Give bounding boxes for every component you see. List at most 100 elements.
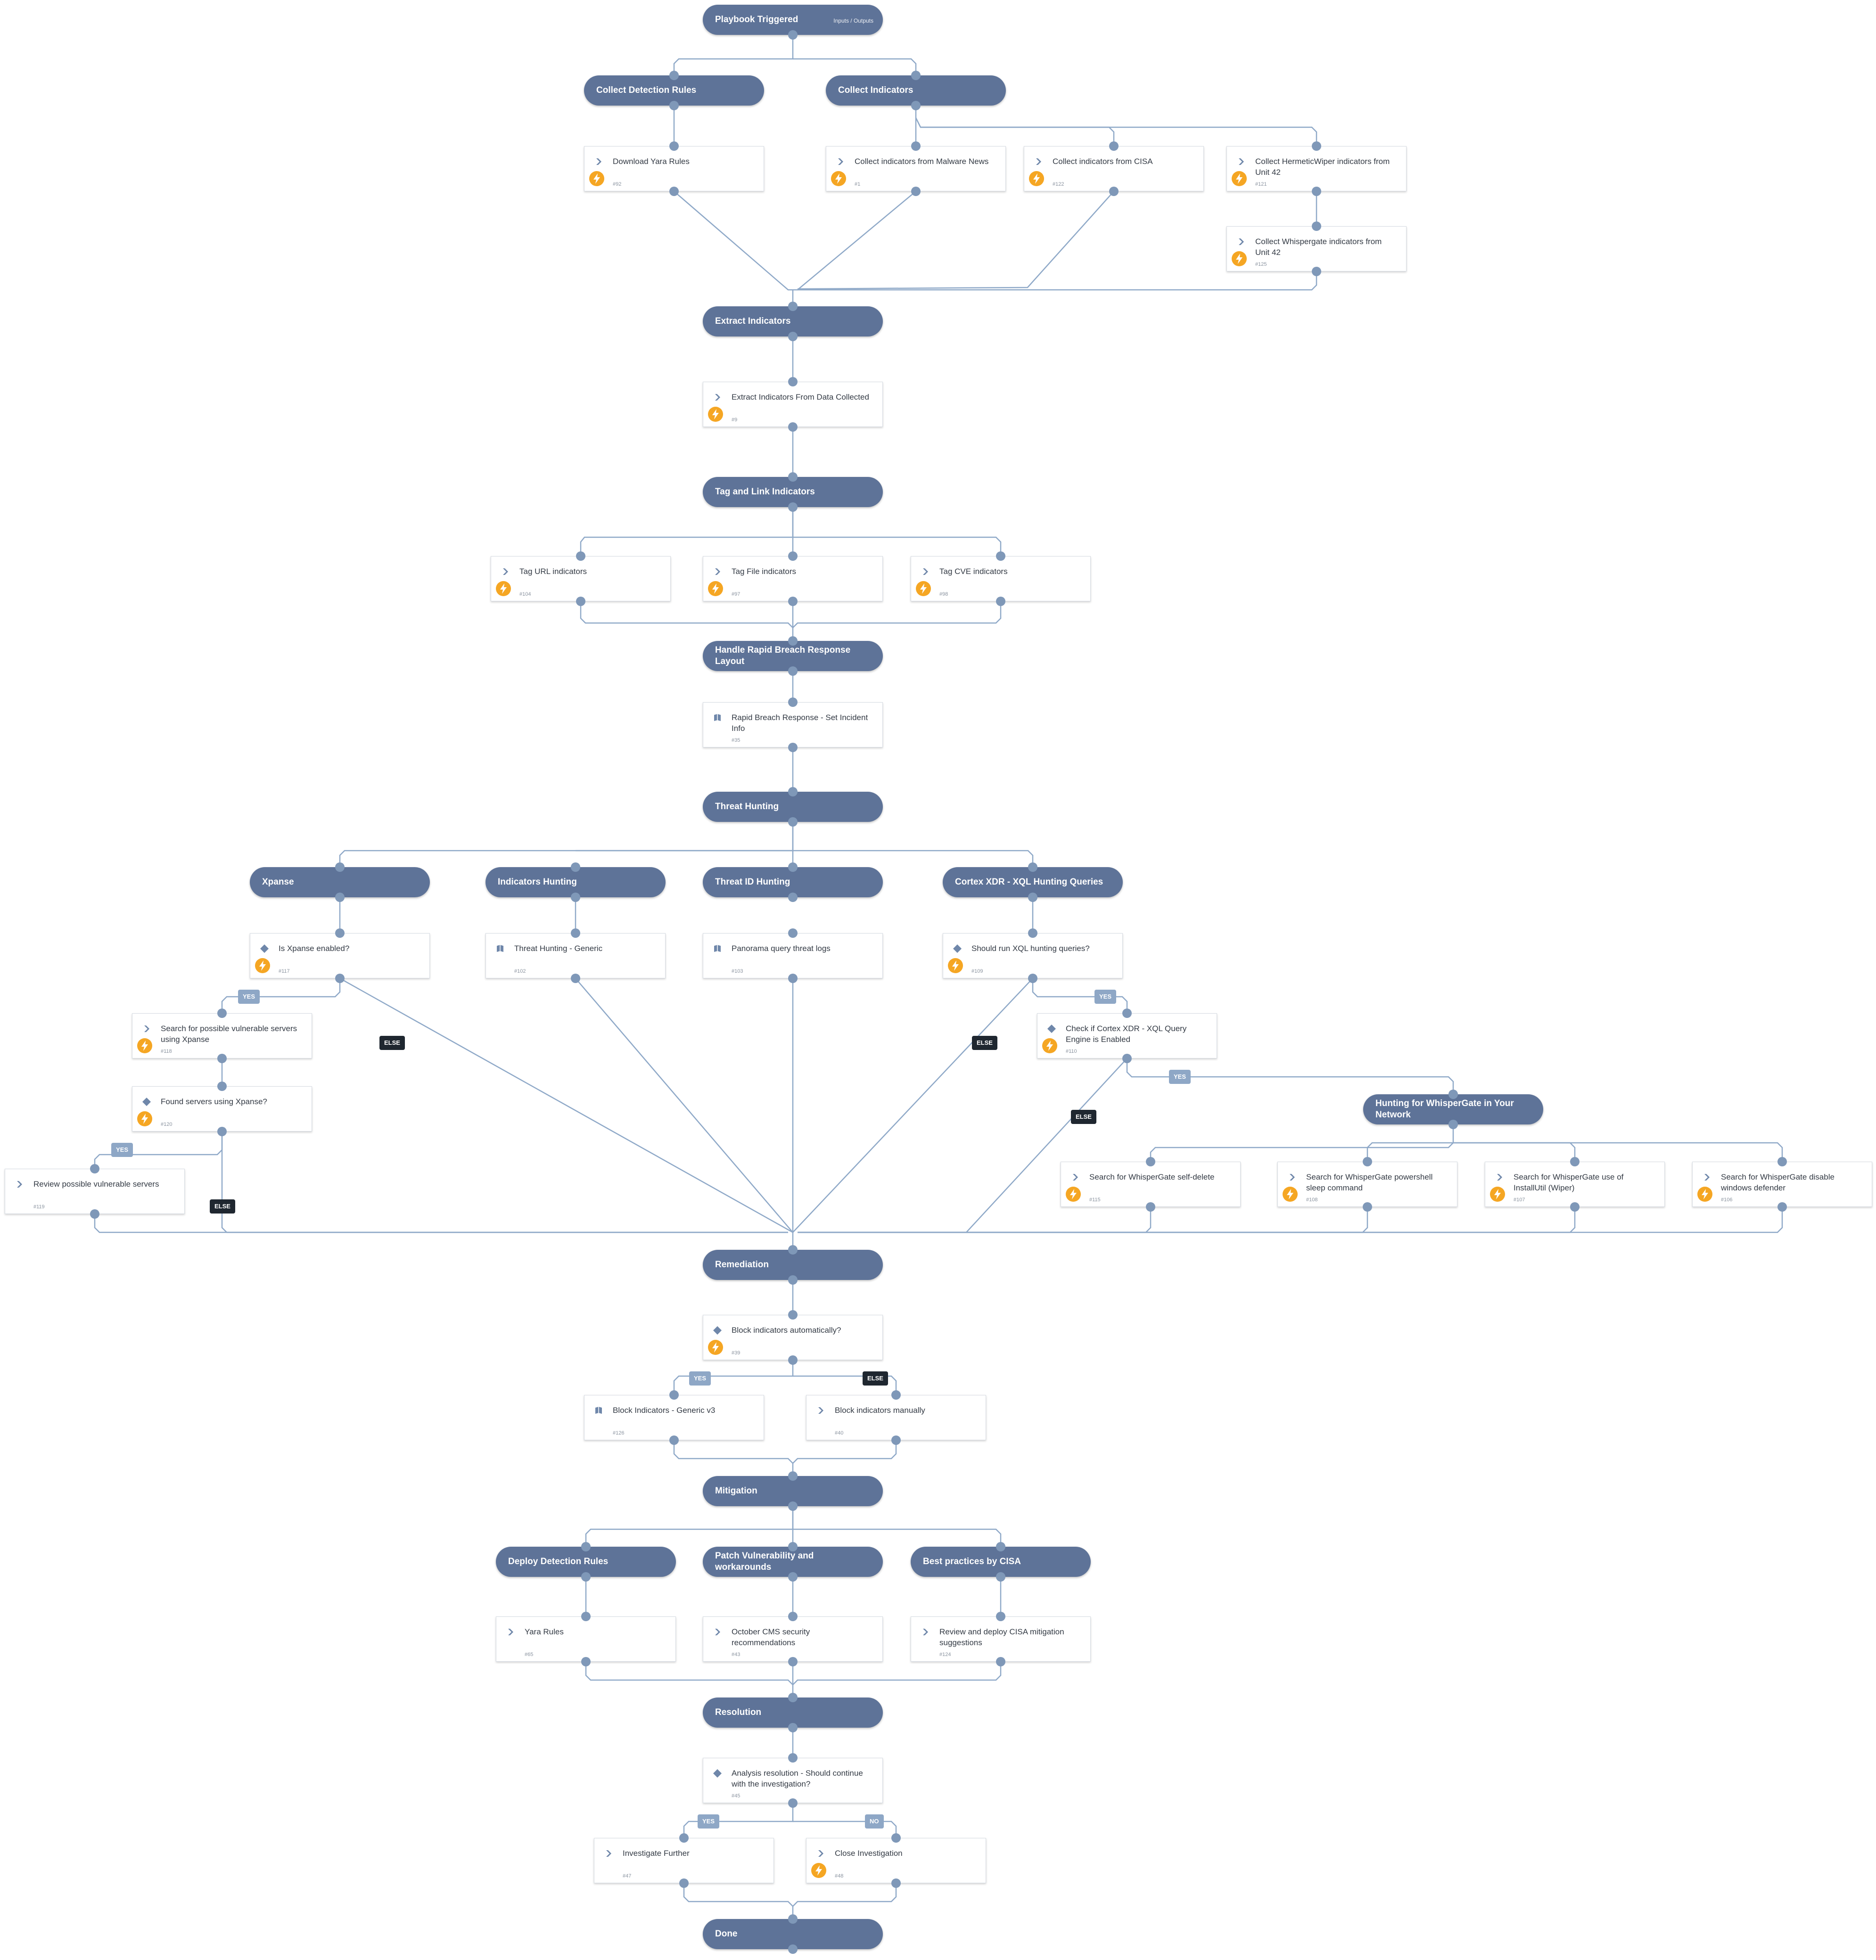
task-download-yara-rules[interactable]: Download Yara Rules #92 [584,146,764,191]
connector-port[interactable] [1312,221,1321,231]
connector-port[interactable] [1028,928,1037,938]
task-october-cms[interactable]: October CMS security recommendations #43 [703,1616,883,1662]
connector-port[interactable] [788,1657,798,1666]
connector-port[interactable] [1122,1009,1132,1018]
task-block-indicators-manual[interactable]: Block indicators manually #40 [806,1395,986,1440]
connector-port[interactable] [788,1310,798,1320]
section-xpanse[interactable]: Xpanse [250,867,430,897]
connector-port[interactable] [891,1833,901,1843]
task-analysis-resolution[interactable]: Analysis resolution - Should continue wi… [703,1758,883,1803]
task-investigate-further[interactable]: Investigate Further #47 [594,1838,774,1883]
connector-port[interactable] [788,636,798,646]
connector-port[interactable] [788,862,798,872]
connector-port[interactable] [788,1572,798,1582]
connector-port[interactable] [788,1798,798,1808]
section-extract-indicators[interactable]: Extract Indicators [703,306,883,336]
connector-port[interactable] [788,1944,798,1954]
task-tag-cve[interactable]: Tag CVE indicators #98 [911,556,1091,601]
connector-port[interactable] [788,1753,798,1763]
connector-port[interactable] [1570,1157,1580,1166]
section-mitigation[interactable]: Mitigation [703,1476,883,1506]
connector-port[interactable] [788,666,798,676]
connector-port[interactable] [1146,1157,1155,1166]
connector-port[interactable] [669,141,679,151]
connector-port[interactable] [911,71,921,80]
task-whispergate-installutil[interactable]: Search for WhisperGate use of InstallUti… [1485,1162,1665,1207]
connector-port[interactable] [788,597,798,606]
task-panorama-query[interactable]: Panorama query threat logs #103 [703,933,883,978]
connector-port[interactable] [788,1612,798,1621]
task-is-xpanse-enabled[interactable]: Is Xpanse enabled? #117 [250,933,430,978]
connector-port[interactable] [1312,187,1321,196]
task-block-indicators-generic[interactable]: Block Indicators - Generic v3 #126 [584,1395,764,1440]
connector-port[interactable] [669,71,679,80]
connector-port[interactable] [669,187,679,196]
task-collect-hermeticwiper[interactable]: Collect HermeticWiper indicators from Un… [1226,146,1407,191]
task-collect-malware-news[interactable]: Collect indicators from Malware News #1 [826,146,1006,191]
connector-port[interactable] [679,1878,689,1888]
section-collect-indicators[interactable]: Collect Indicators [826,75,1006,106]
section-remediation[interactable]: Remediation [703,1250,883,1280]
connector-port[interactable] [788,1723,798,1732]
task-collect-whispergate[interactable]: Collect Whispergate indicators from Unit… [1226,226,1407,271]
connector-port[interactable] [788,377,798,386]
task-tag-url[interactable]: Tag URL indicators #104 [491,556,671,601]
connector-port[interactable] [1028,862,1037,872]
task-close-investigation[interactable]: Close Investigation #48 [806,1838,986,1883]
task-cisa-mitigation[interactable]: Review and deploy CISA mitigation sugges… [911,1616,1091,1662]
connector-port[interactable] [571,893,580,902]
connector-port[interactable] [669,101,679,110]
connector-port[interactable] [788,1471,798,1481]
connector-port[interactable] [581,1572,591,1582]
connector-port[interactable] [788,472,798,482]
connector-port[interactable] [576,551,585,561]
connector-port[interactable] [996,551,1005,561]
connector-port[interactable] [788,502,798,512]
section-done[interactable]: Done [703,1919,883,1949]
connector-port[interactable] [1312,141,1321,151]
connector-port[interactable] [788,817,798,827]
task-tag-file[interactable]: Tag File indicators #97 [703,556,883,601]
connector-port[interactable] [788,332,798,341]
connector-port[interactable] [581,1657,591,1666]
connector-port[interactable] [1028,893,1037,902]
task-whispergate-disable-defender[interactable]: Search for WhisperGate disable windows d… [1692,1162,1872,1207]
connector-port[interactable] [90,1164,99,1173]
task-whispergate-self-delete[interactable]: Search for WhisperGate self-delete #115 [1061,1162,1241,1207]
section-deploy-detection-rules[interactable]: Deploy Detection Rules [496,1547,676,1577]
connector-port[interactable] [788,974,798,983]
connector-port[interactable] [1109,141,1119,151]
connector-port[interactable] [217,1082,227,1091]
task-extract-indicators[interactable]: Extract Indicators From Data Collected #… [703,382,883,427]
task-collect-cisa[interactable]: Collect indicators from CISA #122 [1024,146,1204,191]
connector-port[interactable] [788,551,798,561]
task-set-incident-info[interactable]: Rapid Breach Response - Set Incident Inf… [703,702,883,747]
connector-port[interactable] [1448,1090,1458,1099]
connector-port[interactable] [788,1914,798,1924]
connector-port[interactable] [1028,974,1037,983]
connector-port[interactable] [581,1612,591,1621]
connector-port[interactable] [788,1501,798,1511]
connector-port[interactable] [571,862,580,872]
connector-port[interactable] [669,1390,679,1400]
connector-port[interactable] [1146,1202,1155,1212]
task-found-servers-xpanse[interactable]: Found servers using Xpanse? #120 [132,1086,312,1132]
connector-port[interactable] [788,928,798,938]
connector-port[interactable] [1312,267,1321,276]
section-threat-id-hunting[interactable]: Threat ID Hunting [703,867,883,897]
connector-port[interactable] [788,697,798,707]
connector-port[interactable] [891,1390,901,1400]
connector-port[interactable] [335,974,345,983]
section-resolution[interactable]: Resolution [703,1698,883,1728]
connector-port[interactable] [996,597,1005,606]
connector-port[interactable] [788,422,798,432]
connector-port[interactable] [788,1542,798,1551]
connector-port[interactable] [576,597,585,606]
connector-port[interactable] [335,928,345,938]
task-search-vulnerable-servers[interactable]: Search for possible vulnerable servers u… [132,1013,312,1058]
connector-port[interactable] [571,974,580,983]
connector-port[interactable] [1122,1054,1132,1063]
connector-port[interactable] [1777,1157,1787,1166]
connector-port[interactable] [788,30,798,40]
connector-port[interactable] [911,101,921,110]
